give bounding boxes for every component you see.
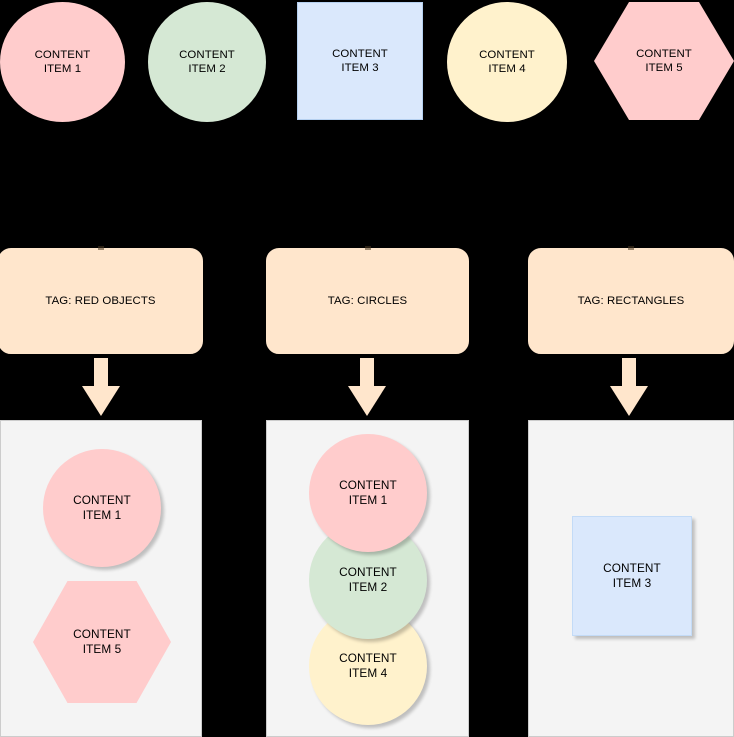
g3-item3-label: CONTENT ITEM 3: [603, 561, 661, 590]
source-item-2-label: CONTENT ITEM 2: [179, 48, 235, 75]
arrow-red-objects-down-arrow-icon: [82, 358, 120, 416]
group-circles-container: CONTENT ITEM 1 CONTENT ITEM 2 CONTENT ITEM…: [266, 420, 469, 737]
arrow-head: [82, 386, 120, 416]
g1-item1[interactable]: CONTENT ITEM 1: [43, 449, 161, 567]
g2-item2-label: CONTENT ITEM 2: [339, 565, 397, 594]
source-items-row: CONTENT ITEM 1 CONTENT ITEM 2 CONTENT ITEM…: [0, 0, 734, 125]
arrow-rectangles-down-arrow-icon: [610, 358, 648, 416]
source-item-1[interactable]: CONTENT ITEM 1: [0, 2, 125, 122]
arrow-head: [610, 386, 648, 416]
source-item-4-label: CONTENT ITEM 4: [479, 48, 535, 75]
source-item-3[interactable]: CONTENT ITEM 3: [297, 2, 423, 120]
arrow-stem: [94, 358, 108, 388]
tag-red-objects-label: TAG: RED OBJECTS: [45, 294, 156, 307]
tag-rectangles-label: TAG: RECTANGLES: [577, 294, 685, 307]
tag-connector-notch-icon: [628, 246, 634, 250]
g1-item1-label: CONTENT ITEM 1: [73, 493, 131, 522]
g2-item1-label: CONTENT ITEM 1: [339, 478, 397, 507]
g3-item3[interactable]: CONTENT ITEM 3: [572, 516, 692, 636]
group-red-objects-container: CONTENT ITEM 1 CONTENT ITEM 5: [0, 420, 202, 737]
g2-item1[interactable]: CONTENT ITEM 1: [309, 434, 427, 552]
group-rectangles-container: CONTENT ITEM 3: [528, 420, 734, 737]
arrow-stem: [622, 358, 636, 388]
g2-item4-label: CONTENT ITEM 4: [339, 651, 397, 680]
source-item-5[interactable]: CONTENT ITEM 5: [594, 2, 734, 120]
source-item-2[interactable]: CONTENT ITEM 2: [148, 2, 266, 122]
source-item-5-label: CONTENT ITEM 5: [636, 47, 692, 74]
tag-connector-notch-icon: [364, 246, 371, 250]
arrow-stem: [360, 358, 374, 388]
g1-item5[interactable]: CONTENT ITEM 5: [33, 581, 171, 703]
tag-rectangles[interactable]: TAG: RECTANGLES: [528, 246, 734, 354]
source-item-3-label: CONTENT ITEM 3: [332, 47, 388, 74]
source-item-4[interactable]: CONTENT ITEM 4: [447, 2, 567, 122]
g1-item5-label: CONTENT ITEM 5: [73, 627, 131, 656]
source-item-1-label: CONTENT ITEM 1: [34, 48, 91, 75]
tag-circles[interactable]: TAG: CIRCLES: [266, 246, 469, 354]
tag-red-objects[interactable]: TAG: RED OBJECTS: [0, 246, 203, 354]
tag-connector-notch-icon: [97, 246, 104, 250]
tag-circles-label: TAG: CIRCLES: [327, 294, 408, 307]
arrow-head: [348, 386, 386, 416]
tag-row: TAG: RED OBJECTS TAG: CIRCLES TAG: RECTANG…: [0, 246, 734, 354]
arrow-circles-down-arrow-icon: [348, 358, 386, 416]
